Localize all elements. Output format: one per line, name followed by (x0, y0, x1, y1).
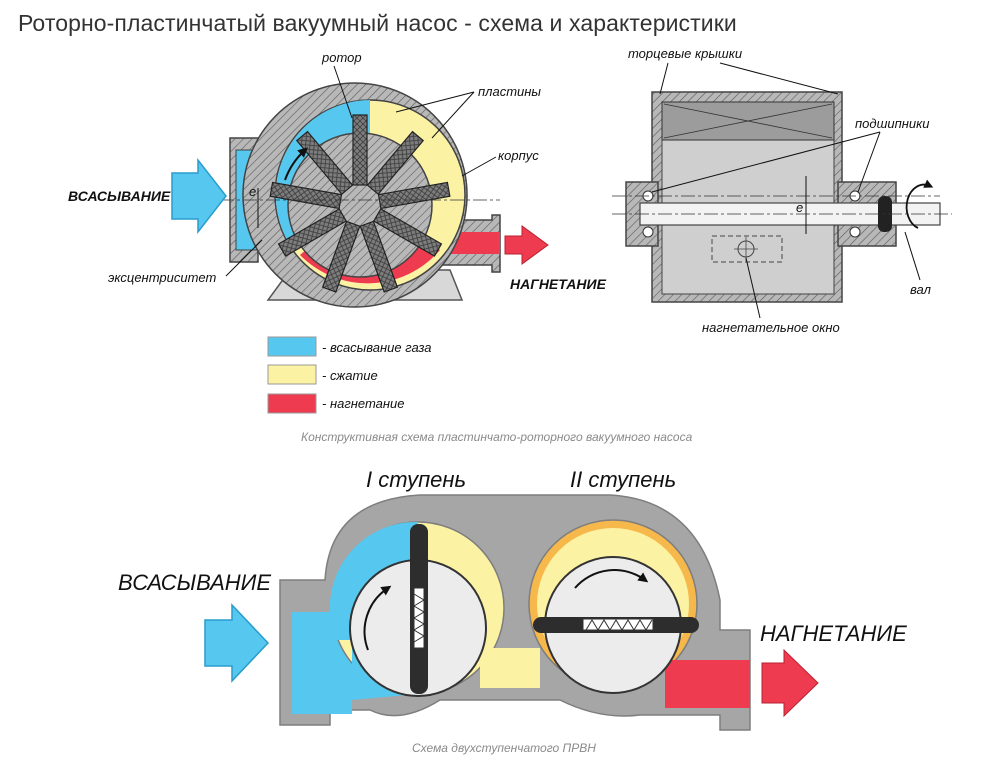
two-stage-suction-label: ВСАСЫВАНИЕ (118, 570, 271, 595)
legend: - всасывание газа - сжатие - нагнетание (267, 336, 432, 414)
bearings-label: подшипники (855, 116, 930, 131)
legend-label-suction: - всасывание газа (322, 340, 432, 355)
two-stage-diagram: ВСАСЫВАНИЕ НАГНЕТАНИЕ I ступень II ступе… (118, 467, 907, 731)
vane (377, 181, 451, 210)
stage2-label: II ступень (570, 467, 676, 492)
legend-label-compression: - сжатие (322, 368, 378, 383)
legend-swatch-compression (267, 364, 317, 385)
vane (277, 208, 347, 257)
discharge-label: НАГНЕТАНИЕ (510, 276, 607, 292)
eccentricity-e-label: e (249, 184, 256, 199)
two-stage-suction-arrow (204, 603, 270, 683)
page-title: Роторно-пластинчатый вакуумный насос - с… (18, 10, 737, 36)
stage1-label: I ступень (366, 467, 466, 492)
legend-swatch-suction (267, 336, 317, 357)
two-stage-discharge-label: НАГНЕТАНИЕ (760, 621, 907, 646)
discharge-window-label: нагнетательное окно (702, 320, 840, 335)
eccentricity-label: эксцентриситет (108, 270, 216, 285)
vane (366, 130, 425, 196)
rotation-arrow (284, 147, 308, 181)
two-stage-discharge-arrow (761, 648, 819, 718)
shaft-label: вал (910, 282, 932, 297)
stage1-rotation-arrow (363, 585, 392, 651)
bearing (849, 226, 861, 238)
figure1-caption: Конструктивная схема пластинчато-роторно… (301, 430, 693, 444)
housing-label: корпус (498, 148, 539, 163)
vane (352, 114, 368, 186)
vane (373, 208, 443, 257)
suction-label: ВСАСЫВАНИЕ (68, 188, 171, 204)
suction-arrow (171, 157, 227, 235)
side-e-label: e (796, 200, 803, 215)
rotor-label: ротор (321, 50, 362, 65)
legend-label-discharge: - нагнетание (322, 396, 405, 411)
vane (295, 130, 354, 196)
plates-label: пластины (478, 84, 541, 99)
vane (269, 181, 343, 210)
legend-swatch-discharge (267, 393, 317, 414)
rotary-vane-cross-section: e ВСАСЫВАНИЕ НАГНЕТАНИЕ ротор пластины к… (68, 50, 607, 308)
side-section: e торцевые крышки подшипники вал нагнета… (612, 46, 952, 335)
interstage-passage (480, 648, 540, 688)
vane (321, 220, 361, 293)
end-caps-label: торцевые крышки (628, 46, 742, 61)
stage2-outlet (665, 660, 750, 708)
discharge-arrow (504, 225, 549, 265)
figure2-caption: Схема двухступенчатого ПРВН (412, 741, 596, 755)
vane (359, 220, 399, 293)
vanes (269, 114, 451, 293)
stage2-rotation-arrow (574, 569, 649, 589)
bearing (642, 226, 654, 238)
shaft-rotation-arrow (905, 179, 934, 229)
